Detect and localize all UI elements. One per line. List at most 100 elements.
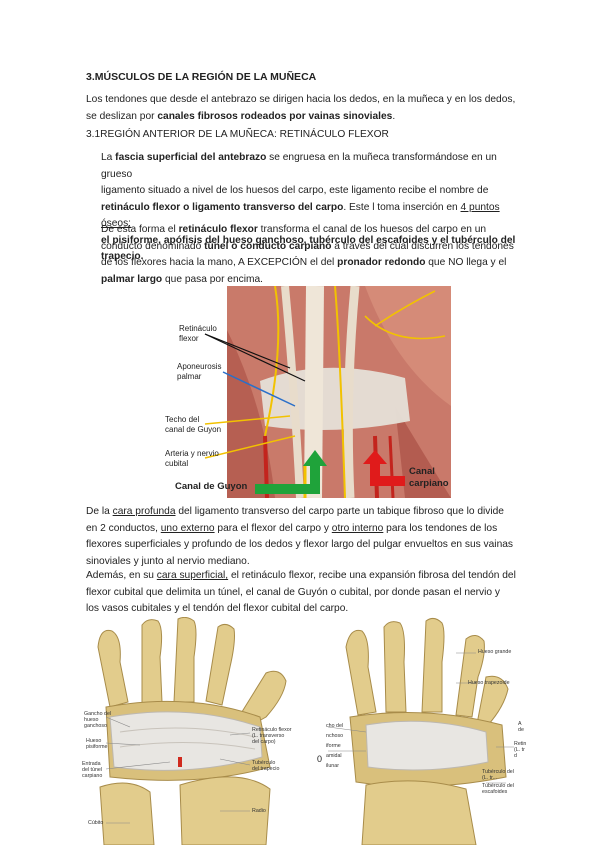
text: conducto denominado: [101, 240, 205, 252]
label-arteria-nervio-cubital: Arteria y nervio cubital: [165, 449, 219, 468]
text: transforma el canal de los huesos del ca…: [257, 224, 487, 235]
label-text: Gancho del hueso ganchoso: [84, 711, 112, 730]
label-radio: Radio: [252, 808, 266, 814]
label-hueso-grande: Hueso grande: [478, 649, 512, 655]
p1-line: ligamento situado a nivel de los huesos …: [101, 185, 489, 196]
label-text: Entrada del túnel carpiano: [82, 761, 103, 780]
bold-text: el pisiforme, apófisis del hueso ganchos…: [101, 234, 516, 246]
p2-line: De esta forma el retináculo flexor trans…: [101, 222, 521, 239]
label-retinaculo-flexor: Retináculo flexor: [179, 324, 217, 343]
p3-line: en 2 conductos, uno externo para el flex…: [86, 521, 526, 538]
p3-line: flexores superficiales y profundo de los…: [86, 539, 513, 550]
label-text: Arteria y nervio cubital: [165, 449, 219, 468]
label-right-truncated-2: Retin (L. tr d: [514, 741, 526, 760]
label-hueso-trapezoide: Hueso trapezoide: [468, 680, 510, 686]
underlined-text: cara profunda: [112, 506, 176, 517]
label-cubito: Cúbito: [88, 820, 104, 826]
label-retinaculo-flexor-2: Retináculo flexor (L. transverso del car…: [252, 727, 291, 746]
bold-text: túnel o conducto carpiano: [204, 240, 332, 252]
p3-line: De la cara profunda del ligamento transv…: [86, 504, 526, 521]
bold-text: retináculo flexor o ligamento transverso…: [101, 201, 344, 213]
label-text: Tubérculo del trapecio: [252, 760, 280, 773]
label-aponeurosis-palmar: Aponeurosis palmar: [177, 362, 221, 381]
text: que NO llega y el: [425, 257, 507, 268]
label-right-truncated-1: A de: [518, 721, 524, 733]
paragraph-1: La fascia superficial del antebrazo se e…: [101, 150, 521, 266]
label-canal-carpiano: Canal carpiano: [409, 466, 449, 490]
label-hueso-pisiforme: Hueso pisiforme: [86, 738, 108, 750]
bold-text: retináculo flexor: [178, 224, 258, 235]
carpal-tunnel-svg: [70, 617, 306, 845]
underlined-text: 4 puntos óseos:: [101, 201, 500, 230]
text: se deslizan por: [86, 110, 158, 122]
text: a través del cual discurren los tendones: [331, 240, 514, 252]
p2-line: conducto denominado túnel o conducto car…: [101, 239, 521, 256]
p4-line: Además, en su cara superficial, el retin…: [86, 568, 526, 585]
label-entrada-tunel: Entrada del túnel carpiano: [82, 761, 102, 780]
p1-line: trapecio.: [101, 249, 521, 266]
text: . Este l toma inserción en: [343, 201, 461, 213]
intro-paragraph: Los tendones que desde el antebrazo se d…: [86, 92, 526, 125]
p1-line: La fascia superficial del antebrazo se e…: [101, 150, 521, 183]
text: de los flexores hacia la mano, A EXCEPCI…: [101, 257, 338, 268]
bold-text: fascia superficial del antebrazo: [115, 152, 267, 163]
text: para los tendones de los: [383, 522, 498, 534]
text: del ligamento transverso del carpo parte…: [175, 506, 504, 517]
paragraph-3: De la cara profunda del ligamento transv…: [86, 504, 526, 570]
label-text: Tubérculo del (L. tr...: [482, 769, 514, 782]
label-text: Aponeurosis palmar: [177, 362, 222, 381]
label-text: Techo del canal de Guyon: [165, 415, 222, 434]
underlined-text: uno externo: [160, 522, 215, 534]
label-text: Canal carpiano: [409, 466, 449, 489]
text: se engruesa en la muñeca transformándose…: [101, 152, 497, 180]
label-text: Tubérculo del escafoides: [482, 783, 514, 796]
text: La: [101, 152, 116, 163]
p4-line: flexor cubital que delimita un túnel, el…: [86, 586, 500, 598]
intro-line-1: Los tendones que desde el antebrazo se d…: [86, 94, 516, 105]
underlined-text: cara superficial,: [156, 570, 229, 581]
text: De la: [86, 506, 113, 517]
wrist-anatomy-illustration: Retináculo flexor Aponeurosis palmar Tec…: [165, 286, 451, 498]
label-tuberculo-trapecio-2: Tubérculo del (L. tr...: [482, 769, 514, 781]
bold-text: trapecio.: [101, 251, 144, 262]
label-text: Retin (L. tr d: [514, 741, 526, 760]
label-text: Retináculo flexor: [179, 324, 217, 343]
stray-character: 0: [317, 754, 323, 764]
bold-text: palmar largo: [101, 273, 163, 285]
carpal-tunnel-illustration: Gancho del hueso ganchoso Hueso pisiform…: [70, 617, 306, 845]
text: De esta forma el: [101, 224, 179, 235]
paragraph-2: De esta forma el retináculo flexor trans…: [101, 222, 521, 288]
text: para el flexor del carpo y: [214, 522, 332, 534]
carpal-bones-svg: [326, 617, 526, 845]
bold-text: pronador redondo: [337, 257, 426, 268]
text: que pasa por encima.: [162, 273, 263, 285]
intro-line-2: se deslizan por canales fibrosos rodeado…: [86, 109, 526, 126]
wrist-anatomy-svg: [165, 286, 451, 498]
text: el retináculo flexor, recibe una expansi…: [228, 570, 516, 581]
p1-line: retináculo flexor o ligamento transverso…: [101, 200, 521, 233]
text: Además, en su: [86, 570, 157, 581]
p1-line: el pisiforme, apófisis del hueso ganchos…: [101, 233, 521, 250]
label-left-truncated: cho del nchoso iforme amidal ilunar: [326, 721, 343, 771]
p2-line: de los flexores hacia la mano, A EXCEPCI…: [101, 255, 521, 272]
text: .: [392, 110, 396, 122]
subsection-heading: 3.1REGIÓN ANTERIOR DE LA MUÑECA: RETINÁC…: [86, 129, 389, 140]
bold-text: canales fibrosos rodeados por vainas sin…: [157, 110, 393, 122]
p2-line: palmar largo que pasa por encima.: [101, 272, 521, 289]
label-text: Retináculo flexor (L. transverso del car…: [252, 727, 292, 746]
underlined-text: otro interno: [331, 522, 384, 534]
label-text: A de: [518, 721, 524, 734]
text: en 2 conductos,: [86, 522, 161, 534]
label-canal-guyon: Canal de Guyon: [175, 481, 248, 492]
p4-line: los vasos cubitales y el tendón del flex…: [86, 603, 349, 614]
label-text: Hueso pisiforme: [86, 738, 108, 751]
paragraph-4: Además, en su cara superficial, el retin…: [86, 568, 526, 618]
section-heading: 3.MÚSCULOS DE LA REGIÓN DE LA MUÑECA: [86, 71, 317, 83]
carpal-bones-illustration: Hueso grande Hueso trapezoide cho del nc…: [326, 617, 526, 845]
label-text: cho del nchoso iforme amidal ilunar: [326, 723, 344, 769]
label-tuberculo-trapecio: Tubérculo del trapecio: [252, 760, 279, 772]
label-gancho-ganchoso: Gancho del hueso ganchoso: [84, 711, 111, 730]
label-techo-canal-guyon: Techo del canal de Guyon: [165, 415, 221, 434]
p3-line: sinoviales y junto al nervio mediano.: [86, 555, 250, 567]
label-tuberculo-escafoides: Tubérculo del escafoides: [482, 783, 514, 795]
